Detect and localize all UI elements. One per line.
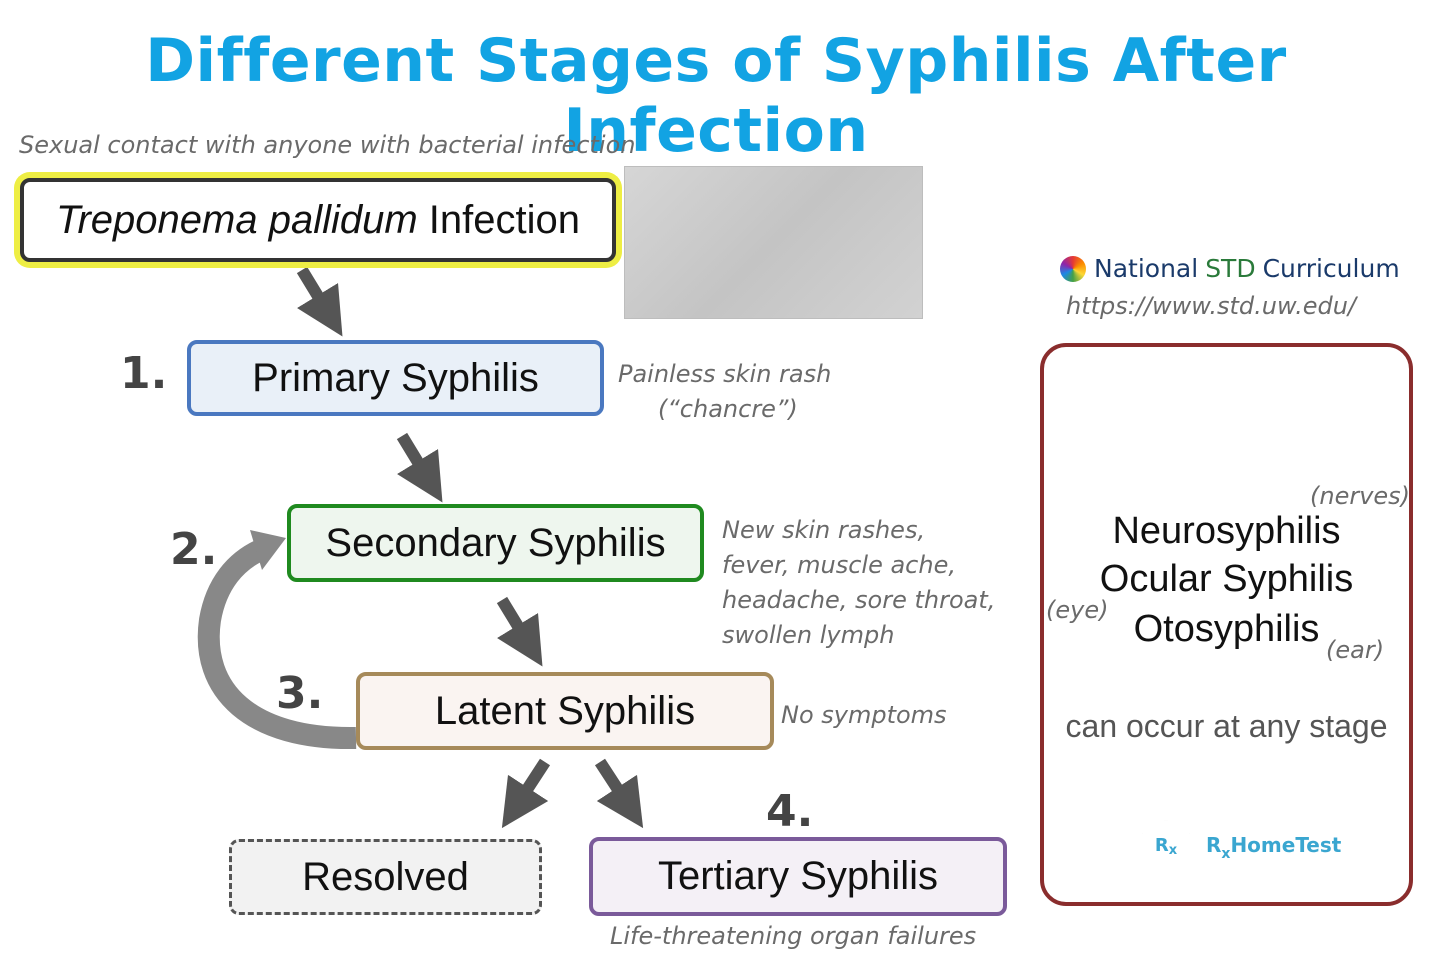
color-wheel-icon [1060,255,1086,282]
otosyphilis-label: Otosyphilis [1133,608,1320,650]
infection-organism: Treponema pallidum [56,197,418,242]
secondary-syphilis-label: Secondary Syphilis [325,520,666,565]
primary-note-line2: (“chancre”) [658,395,798,423]
source-name-a: National [1094,254,1199,283]
latent-syphilis-box: Latent Syphilis [356,672,774,750]
secondary-note-line3: headache, sore throat, [722,586,996,614]
infection-box: Treponema pallidum Infection [20,178,616,262]
arrow-latent-to-resolved [501,758,551,829]
arrow-secondary-to-latent [496,596,543,667]
arrow-primary-to-secondary [396,432,443,503]
neurosyphilis-label: Neurosyphilis [1112,510,1341,552]
secondary-syphilis-box: Secondary Syphilis [287,504,704,582]
arrow-latent-to-tertiary [594,758,644,829]
stage-number-4: 4. [766,786,814,837]
source-name-c: Curriculum [1262,254,1400,283]
arrow-latent-to-secondary-relapse [197,537,357,750]
bacterium-micrograph [624,166,923,319]
page-title: Different Stages of Syphilis After Infec… [145,26,1287,166]
latent-syphilis-label: Latent Syphilis [434,688,696,733]
ocular-syphilis-label: Ocular Syphilis [1099,558,1354,600]
primary-syphilis-box: Primary Syphilis [187,340,604,416]
ear-label: (ear) [1326,636,1385,664]
arrow-relapse-head [250,530,286,570]
nerves-label: (nerves) [1310,482,1411,510]
stage-number-2: 2. [170,524,218,575]
logo-text: HomeTest [1230,833,1342,857]
source-name-b: STD [1205,254,1256,283]
latent-note: No symptoms [781,701,947,729]
arrow-infection-to-primary [296,266,343,337]
source-logo: National STD Curriculum [1060,254,1400,283]
tertiary-note: Life-threatening organ failures [610,922,977,950]
secondary-note-line4: swollen lymph [722,621,895,649]
stage-number-3: 3. [276,668,324,719]
complications-panel [1040,343,1413,906]
tertiary-syphilis-label: Tertiary Syphilis [657,854,939,898]
secondary-note-line2: fever, muscle ache, [722,551,956,579]
tertiary-syphilis-box: Tertiary Syphilis [589,837,1007,916]
stage-number-1: 1. [120,348,168,399]
primary-note-line1: Painless skin rash [618,360,832,388]
resolved-box: Resolved [229,839,542,915]
transmission-note: Sexual contact with anyone with bacteria… [19,131,636,159]
secondary-note-line1: New skin rashes, [722,516,926,544]
primary-syphilis-label: Primary Syphilis [252,355,539,400]
any-stage-note: can occur at any stage [1065,708,1388,744]
source-url: https://www.std.uw.edu/ [1066,292,1357,320]
resolved-label: Resolved [302,854,469,899]
eye-label: (eye) [1046,596,1109,624]
infection-label: Infection [417,197,580,242]
